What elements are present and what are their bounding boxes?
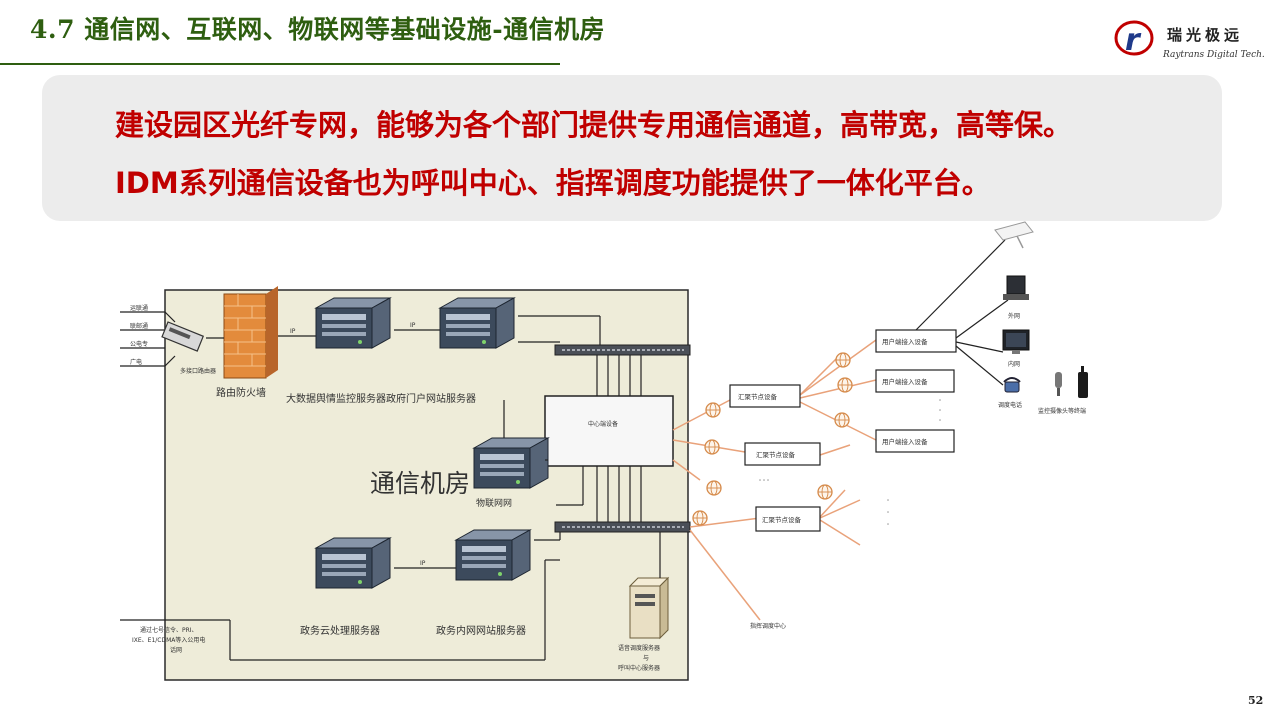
- network-node-icon-3: [706, 480, 722, 496]
- external-pc-icon: [1003, 275, 1029, 300]
- logo-english-name: Raytrans Digital Tech.: [1163, 50, 1265, 60]
- voice-server-icon: [628, 576, 670, 640]
- link-tag-3: IP: [420, 560, 426, 567]
- top-switch-icon: [554, 344, 691, 356]
- input-label-2: 联邮通: [130, 322, 148, 330]
- slide-title: 4.7 通信网、互联网、物联网等基础设施-通信机房: [30, 15, 606, 44]
- link-tag-2: IP: [410, 322, 416, 329]
- router-icon: [161, 321, 205, 352]
- external-net-label: 外网: [1008, 312, 1020, 320]
- network-node-icon-8: [817, 484, 833, 500]
- portal-server-icon: [439, 297, 515, 349]
- network-node-icon-6: [837, 377, 853, 393]
- phone-icon: [1003, 377, 1021, 393]
- firewall-icon: [223, 286, 278, 379]
- user-access-box-3: [875, 429, 955, 453]
- pstn-note-1: 通过七号信令、PRI、: [140, 626, 198, 634]
- intranet-server-label: 政务内网网站服务器: [436, 624, 526, 637]
- cloud-server-label: 政务云处理服务器: [300, 624, 380, 637]
- network-node-icon-2: [704, 439, 720, 455]
- callout-box: [42, 75, 1222, 221]
- central-device-box: [544, 395, 674, 467]
- machine-room-label: 通信机房: [370, 469, 470, 498]
- iot-server-label: 物联网网: [476, 497, 512, 509]
- firewall-label: 路由防火墙: [216, 386, 266, 399]
- intranet-server-icon: [455, 529, 531, 581]
- aggregation-node-label-2: 汇聚节点设备: [756, 450, 796, 459]
- big-data-server-icon: [315, 297, 391, 349]
- network-node-icon-5: [835, 352, 851, 368]
- aggregation-node-box-2: [744, 442, 821, 466]
- voice-server-label-3: 呼叫中心服务器: [618, 664, 660, 672]
- link-tag-1: IP: [290, 328, 296, 335]
- network-node-icon-1: [705, 402, 721, 418]
- callout-line-1: 建设园区光纤专网，能够为各个部门提供专用通信通道，高带宽，高等保。: [115, 108, 1073, 142]
- input-label-3: 公电专: [130, 340, 148, 348]
- terminals-label: 监控摄像头等终端: [1038, 407, 1086, 415]
- bottom-switch-icon: [554, 521, 691, 533]
- company-logo-icon: r: [1114, 20, 1154, 58]
- camera-icon: [994, 221, 1034, 249]
- pstn-note-2: IXE、E1/CDMA等入公用电: [132, 636, 205, 644]
- user-access-label-2: 用户端接入设备: [882, 377, 928, 386]
- router-label: 多接口路由器: [180, 367, 216, 375]
- user-access-box-2: [875, 369, 955, 393]
- voice-server-label-1: 语音调度服务器: [618, 644, 660, 652]
- logo-chinese-name: 瑞光极远: [1167, 26, 1244, 44]
- dispatch-phone-label: 调度电话: [998, 401, 1022, 409]
- internal-net-label: 内网: [1008, 360, 1020, 368]
- aggregation-node-label-3: 汇聚节点设备: [762, 515, 802, 524]
- aggregation-node-box-3: [755, 506, 821, 532]
- cloud-server-icon: [315, 537, 391, 589]
- user-access-label-3: 用户端接入设备: [882, 437, 928, 446]
- aggregation-node-label-1: 汇聚节点设备: [738, 392, 778, 401]
- network-node-icon-7: [834, 412, 850, 428]
- dispatch-center-label: 指挥调度中心: [750, 622, 786, 630]
- internal-pc-icon: [1002, 329, 1030, 354]
- central-device-label: 中心端设备: [588, 420, 618, 428]
- logo-mark: r: [1125, 23, 1142, 58]
- network-node-icon-4: [692, 510, 708, 526]
- input-label-1: 运联通: [130, 304, 148, 312]
- radio-icon: [1078, 366, 1088, 398]
- callout-line-2: IDM系列通信设备也为呼叫中心、指挥调度功能提供了一体化平台。: [115, 166, 991, 200]
- iot-server-icon: [473, 437, 549, 489]
- voice-server-label-2: 与: [643, 654, 649, 662]
- title-underline: [0, 63, 560, 65]
- pstn-note-3: 话网: [170, 646, 182, 654]
- input-label-4: 广电: [130, 358, 142, 366]
- aggregation-node-box-1: [729, 384, 801, 408]
- top-servers-label: 大数据舆情监控服务器政府门户网站服务器: [286, 392, 476, 405]
- microphone-icon: [1055, 372, 1062, 396]
- user-access-label-1: 用户端接入设备: [882, 337, 928, 346]
- page-number: 52: [1248, 694, 1264, 707]
